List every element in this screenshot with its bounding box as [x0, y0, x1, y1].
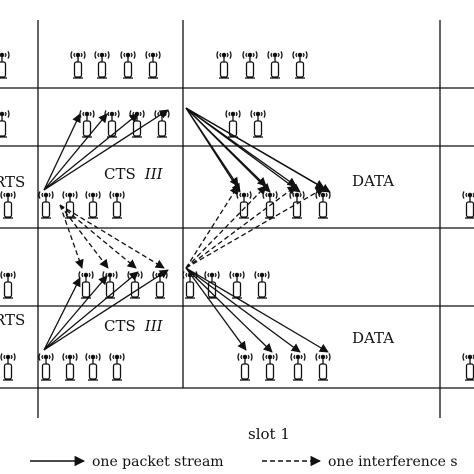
- interference-arrow: [59, 204, 84, 269]
- antenna-station-icon: [62, 353, 78, 381]
- antenna-station-icon: [0, 271, 16, 299]
- rts-label-1: RTS: [0, 173, 25, 191]
- interference-arrow: [59, 204, 165, 269]
- antenna-station-icon: [38, 353, 54, 381]
- packet-stream-arrow: [43, 113, 108, 191]
- packet-stream-arrow: [185, 107, 271, 193]
- rts-label-2: RTS: [0, 311, 25, 329]
- interference-arrow: [185, 185, 267, 269]
- antenna-station-icon: [120, 51, 136, 79]
- cts-label-suffix: III: [144, 165, 164, 183]
- slot-label: slot 1: [248, 425, 290, 443]
- antenna-station-icon: [462, 353, 474, 381]
- packet-stream-arrow: [185, 107, 241, 193]
- antenna-station-icon: [182, 271, 198, 299]
- antenna-station-icon: [94, 51, 110, 79]
- packet-stream-arrow: [185, 267, 329, 353]
- antenna-station-icon: [85, 353, 101, 381]
- antenna-station-icon: [102, 271, 118, 299]
- cts-label-text: CTS: [104, 317, 136, 335]
- packet-stream-arrow: [185, 267, 247, 351]
- packet-stream-arrow: [43, 269, 169, 351]
- antenna-station-icon: [462, 191, 474, 219]
- antenna-station-icon: [78, 271, 94, 299]
- packet-stream-arrow: [185, 267, 273, 353]
- packet-stream-arrow: [43, 275, 108, 351]
- packet-stream-arrow: [185, 267, 301, 353]
- packet-stream-arrow: [43, 109, 169, 191]
- interference-arrow: [59, 204, 137, 269]
- legend-dashed-label: one interference s: [328, 454, 458, 470]
- packet-stream-arrow: [43, 113, 81, 191]
- antenna-station-icon: [79, 110, 95, 138]
- antenna-station-icon: [104, 110, 120, 138]
- antenna-station-icon: [250, 110, 266, 138]
- packet-stream-arrow: [43, 113, 139, 191]
- antenna-station-icon: [0, 353, 16, 381]
- antenna-station-icon: [315, 353, 331, 381]
- antenna-station-icon: [70, 51, 86, 79]
- antenna-station-icon: [38, 191, 54, 219]
- antenna-station-icon: [315, 191, 331, 219]
- antenna-station-icon: [290, 353, 306, 381]
- antenna-station-icon: [262, 191, 278, 219]
- antenna-station-icon: [242, 51, 258, 79]
- interference-arrow: [185, 185, 239, 269]
- cts-label-1: CTS III: [104, 165, 164, 183]
- antenna-station-icon: [85, 191, 101, 219]
- grid: [0, 20, 474, 418]
- interference-arrow: [59, 204, 109, 269]
- antenna-station-icon: [0, 110, 10, 138]
- antenna-station-icon: [229, 271, 245, 299]
- antenna-station-icon: [145, 51, 161, 79]
- packet-stream-arrow: [185, 107, 331, 193]
- interference-arrow: [185, 185, 297, 269]
- cts-label-2: CTS III: [104, 317, 164, 335]
- packet-stream-arrow: [43, 271, 139, 351]
- antenna-station-icon: [254, 271, 270, 299]
- antenna-station-icon: [216, 51, 232, 79]
- antenna-station-icon: [109, 353, 125, 381]
- cts-label-text: CTS: [104, 165, 136, 183]
- antenna-station-icon: [262, 353, 278, 381]
- arrows-layer: [43, 107, 331, 353]
- antenna-station-icon: [292, 51, 308, 79]
- antenna-station-icon: [109, 191, 125, 219]
- antenna-station-icon: [0, 51, 10, 79]
- antenna-station-icon: [0, 191, 16, 219]
- antenna-station-icon: [289, 191, 305, 219]
- interference-arrow: [185, 187, 325, 269]
- legend-solid-label: one packet stream: [92, 454, 224, 470]
- packet-stream-arrow: [43, 277, 81, 351]
- data-label-1: DATA: [352, 172, 394, 190]
- legend: one packet stream one interference s: [30, 454, 458, 470]
- data-label-2: DATA: [352, 329, 394, 347]
- packet-stream-arrow: [185, 107, 301, 193]
- antenna-station-icon: [267, 51, 283, 79]
- antenna-station-icon: [237, 353, 253, 381]
- cts-label-suffix: III: [144, 317, 164, 335]
